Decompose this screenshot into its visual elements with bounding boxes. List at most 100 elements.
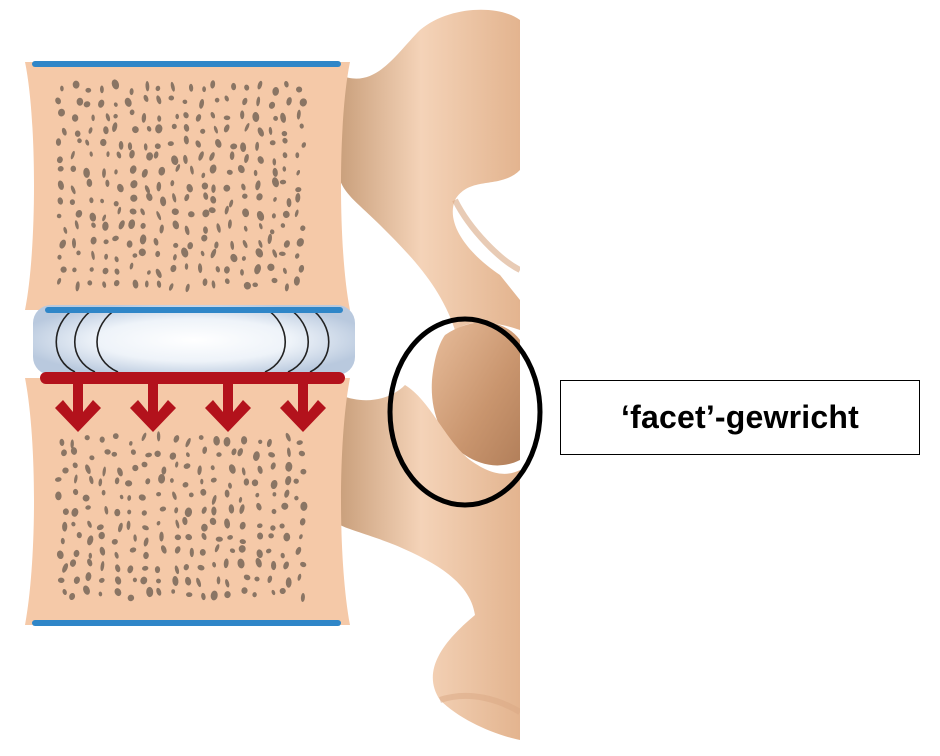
bone-pore — [87, 535, 94, 546]
bone-pore — [199, 98, 205, 109]
bone-pore — [183, 135, 189, 145]
bone-pore — [184, 225, 190, 236]
bone-pore — [174, 546, 181, 554]
bone-pore — [244, 122, 250, 132]
bone-pore — [244, 153, 249, 164]
bone-pore — [76, 532, 82, 539]
bone-pore — [200, 488, 207, 496]
bone-pore — [141, 113, 147, 123]
bone-pore — [273, 115, 279, 121]
bone-pore — [147, 270, 151, 275]
bone-pore — [186, 183, 193, 193]
bone-pore — [237, 448, 244, 457]
vertebral-processes — [340, 9, 520, 740]
bone-pore — [187, 242, 194, 250]
bone-pore — [230, 143, 238, 150]
bone-pore — [132, 126, 139, 134]
bone-pore — [146, 152, 154, 161]
bone-pore — [252, 282, 258, 288]
bone-pore — [57, 180, 64, 190]
bone-pore — [87, 280, 93, 286]
bone-pore — [201, 172, 206, 179]
bone-pore — [300, 593, 305, 602]
bone-pore — [225, 579, 230, 588]
bone-pore — [129, 149, 135, 159]
bone-pore — [188, 211, 195, 218]
bone-pore — [244, 84, 250, 91]
bone-pore — [265, 548, 272, 554]
bone-pore — [201, 592, 206, 601]
bone-pore — [145, 452, 152, 458]
bone-pore — [282, 267, 287, 275]
bone-pore — [144, 185, 150, 194]
bone-pore — [71, 238, 77, 249]
bone-pore — [155, 250, 161, 258]
bone-pore — [170, 180, 175, 187]
bone-pore — [104, 505, 109, 515]
bone-pore — [76, 97, 84, 106]
bone-pore — [240, 436, 248, 445]
bone-pore — [62, 508, 69, 515]
bone-pore — [229, 151, 235, 160]
bone-pore — [153, 151, 159, 159]
bone-pore — [271, 213, 276, 219]
bone-pore — [209, 164, 217, 174]
bone-pore — [286, 198, 292, 208]
bone-pore — [270, 479, 278, 490]
bone-pore — [69, 592, 76, 601]
bone-pore — [144, 280, 149, 288]
bone-pore — [294, 495, 299, 501]
bone-pore — [102, 267, 109, 275]
bone-pore — [72, 267, 77, 273]
bone-pore — [175, 519, 180, 529]
bone-pore — [197, 465, 202, 476]
bone-pore — [138, 494, 146, 501]
bone-pore — [88, 552, 93, 559]
bone-pore — [57, 254, 62, 260]
bone-pore — [300, 225, 306, 231]
bone-pore — [243, 281, 252, 290]
bone-pore — [129, 547, 137, 553]
bone-pore — [202, 446, 208, 454]
bone-pore — [118, 522, 123, 533]
bone-pore — [287, 447, 291, 458]
upper-posterior-element — [340, 9, 520, 331]
bone-pore — [84, 435, 90, 441]
bone-pore — [255, 492, 260, 498]
bone-pore — [281, 502, 289, 510]
bone-pore — [160, 545, 167, 554]
bone-pore — [112, 122, 118, 133]
bone-pore — [102, 214, 107, 222]
bone-pore — [105, 179, 110, 187]
bone-pore — [224, 591, 231, 599]
bone-pore — [266, 438, 272, 448]
bone-pore — [129, 109, 135, 116]
bone-pore — [209, 152, 215, 161]
bone-pore — [269, 229, 275, 235]
bone-pore — [69, 199, 76, 205]
bone-pore — [267, 233, 273, 245]
bone-pore — [295, 193, 301, 203]
bone-pore — [297, 573, 302, 581]
bone-pore — [60, 537, 65, 545]
bone-pore — [285, 475, 292, 486]
arrow-down-icon — [280, 378, 326, 432]
bone-pore — [127, 594, 135, 602]
bone-pore — [201, 506, 207, 514]
bone-pore — [128, 219, 136, 230]
bone-pore — [213, 125, 218, 134]
bone-pore — [160, 196, 167, 207]
bone-pore — [273, 196, 277, 202]
facet-joint-label-box: ‘facet’-gewricht — [560, 380, 920, 455]
bone-pore — [183, 463, 191, 469]
bone-pore — [111, 451, 118, 457]
bone-pore — [59, 438, 65, 446]
bone-pore — [296, 440, 303, 445]
bone-pore — [133, 534, 137, 542]
bone-pore — [210, 590, 218, 601]
bone-pore — [89, 455, 95, 461]
bone-pore — [253, 169, 258, 177]
bone-pore — [184, 507, 193, 518]
bone-pore — [127, 495, 132, 501]
bone-pore — [72, 488, 79, 496]
